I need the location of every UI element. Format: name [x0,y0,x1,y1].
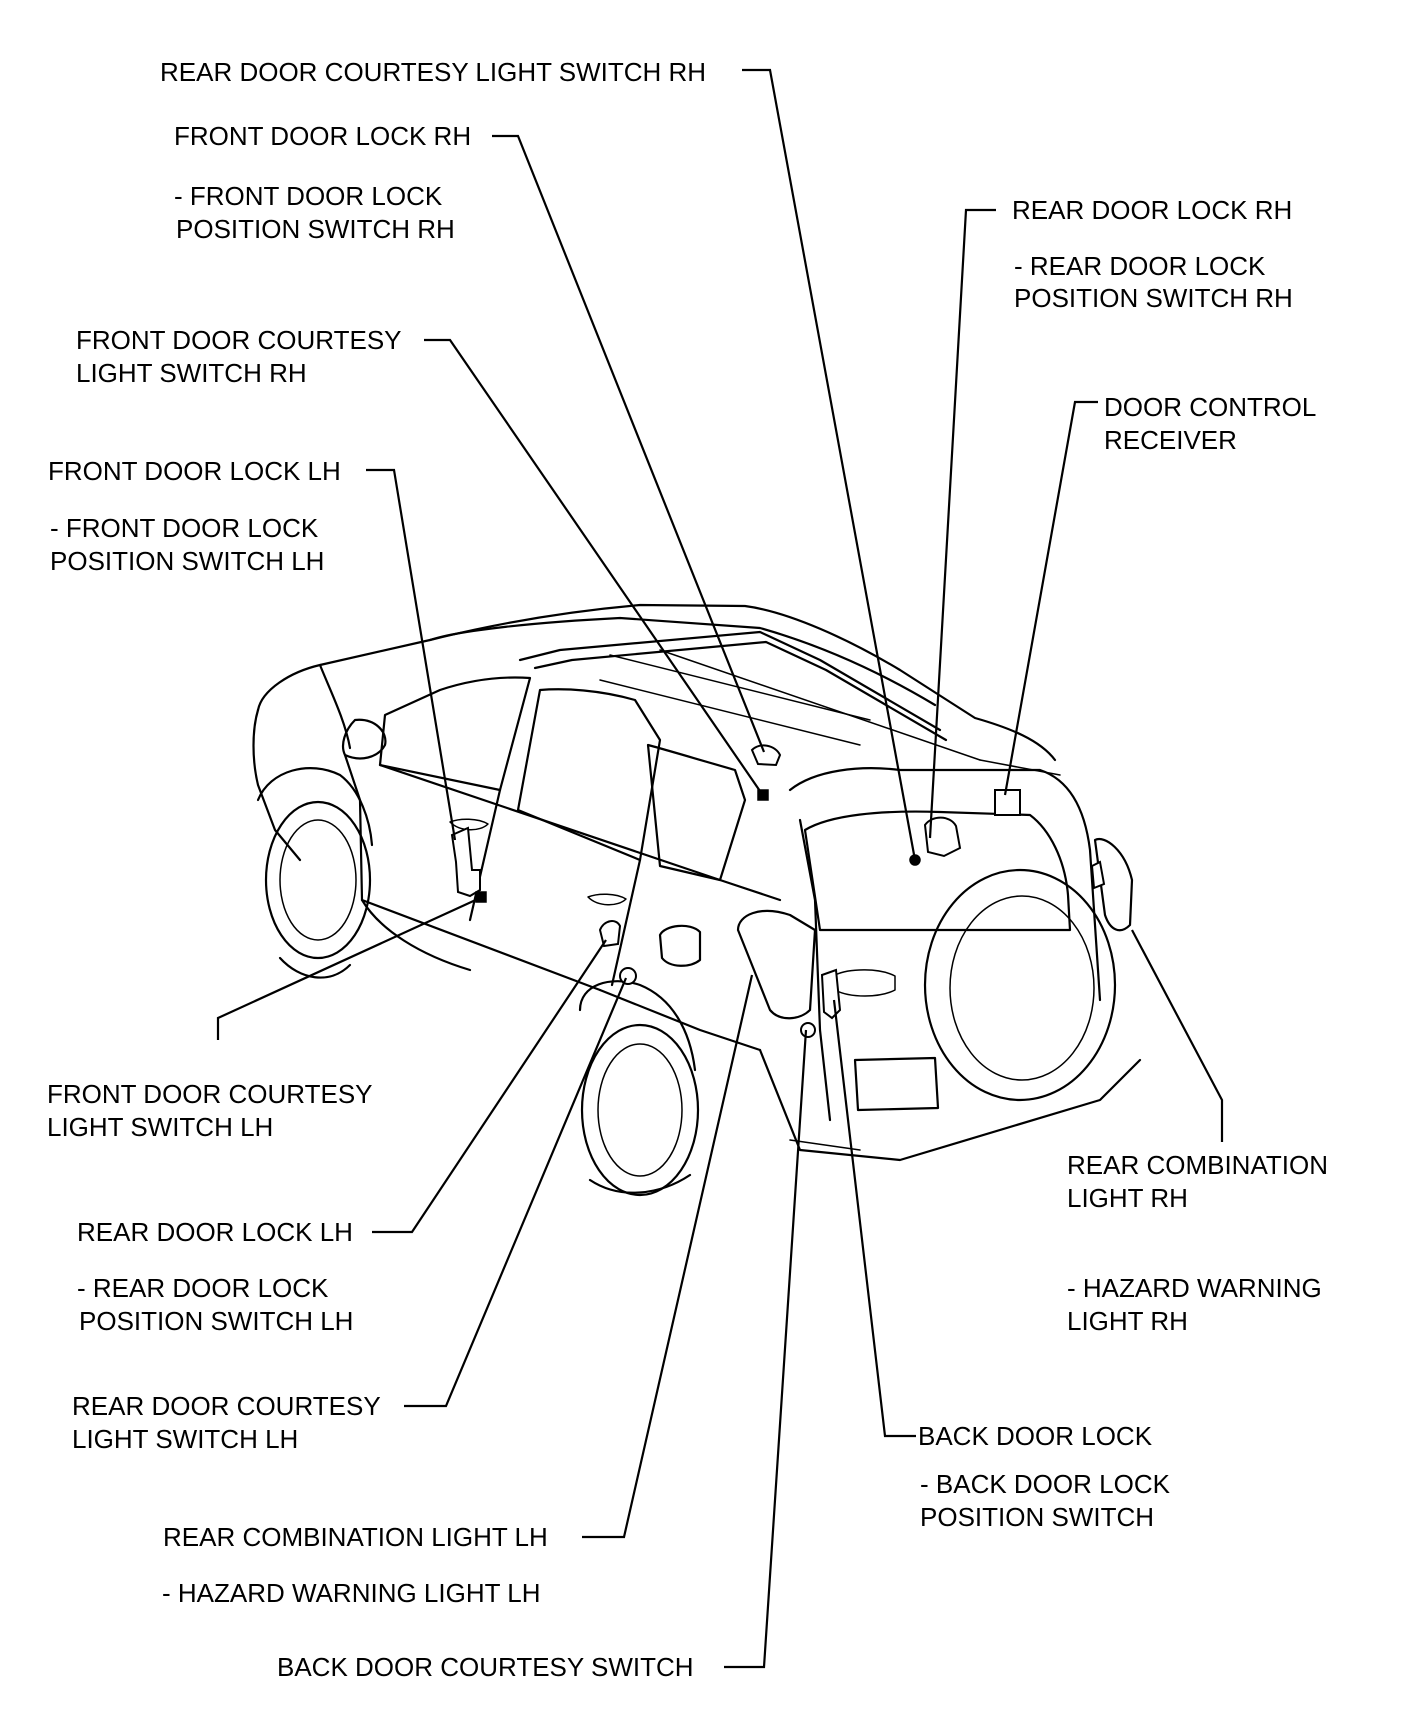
label-rear-combination-lh: REAR COMBINATION LIGHT LH [163,1522,548,1552]
front-door-courtesy-rh-marker [757,789,769,801]
leader-front-door-courtesy-rh [424,338,763,795]
label-front-door-courtesy-lh-1: FRONT DOOR COURTESY [47,1079,373,1109]
vehicle-illustration [252,603,1142,1197]
label-rear-combination-rh-sub1: - HAZARD WARNING [1067,1273,1322,1303]
label-rear-door-lock-rh: REAR DOOR LOCK RH [1012,195,1292,225]
leader-rear-door-courtesy-lh [404,977,628,1408]
label-front-door-lock-lh: FRONT DOOR LOCK LH [48,456,341,486]
rear-door-lock-lh-marker [598,920,622,948]
label-rear-combination-rh-1: REAR COMBINATION [1067,1150,1328,1180]
leader-back-door-courtesy [724,1029,808,1669]
label-rear-door-courtesy-lh-1: REAR DOOR COURTESY [72,1391,381,1421]
leader-rear-combination-lh [582,974,754,1539]
front-door-lock-lh-marker [450,826,481,898]
leader-back-door-lock [832,999,916,1438]
label-rear-door-lock-rh-sub2: POSITION SWITCH RH [1014,283,1293,313]
label-door-control-receiver-2: RECEIVER [1104,425,1237,455]
leader-rear-combination-rh [1131,929,1224,1142]
label-rear-door-lock-rh-sub1: - REAR DOOR LOCK [1014,251,1266,281]
leader-rear-door-lock-rh [928,208,996,839]
label-rear-door-courtesy-rh: REAR DOOR COURTESY LIGHT SWITCH RH [160,57,706,87]
label-front-door-lock-lh-sub1: - FRONT DOOR LOCK [50,513,319,543]
front-door-courtesy-lh-marker [475,891,487,903]
label-back-door-lock: BACK DOOR LOCK [918,1421,1153,1451]
leader-lines [216,68,1224,1669]
label-back-door-lock-sub1: - BACK DOOR LOCK [920,1469,1171,1499]
door-control-receiver-marker [994,789,1021,816]
label-rear-door-lock-lh-sub2: POSITION SWITCH LH [79,1306,353,1336]
label-rear-door-courtesy-lh-2: LIGHT SWITCH LH [72,1424,298,1454]
label-front-door-lock-lh-sub2: POSITION SWITCH LH [50,546,324,576]
label-front-door-courtesy-lh-2: LIGHT SWITCH LH [47,1112,273,1142]
leader-rear-door-courtesy-rh [742,68,917,861]
label-front-door-lock-rh-sub1: - FRONT DOOR LOCK [174,181,443,211]
callout-labels: REAR DOOR COURTESY LIGHT SWITCH RH FRONT… [47,57,1328,1682]
leader-front-door-lock-rh [492,134,766,753]
label-rear-combination-lh-sub: - HAZARD WARNING LIGHT LH [162,1578,540,1608]
label-door-control-receiver-1: DOOR CONTROL [1104,392,1316,422]
leader-front-door-lock-lh [366,468,457,841]
rear-door-lock-rh-marker [923,816,962,858]
rear-door-courtesy-lh-marker [619,967,637,985]
leader-door-control-receiver [1003,400,1098,796]
label-front-door-courtesy-rh-2: LIGHT SWITCH RH [76,358,307,388]
label-rear-combination-rh-sub2: LIGHT RH [1067,1306,1188,1336]
back-door-lock-marker [820,968,842,1020]
label-front-door-lock-rh-sub2: POSITION SWITCH RH [176,214,455,244]
front-door-lock-rh-marker [750,744,782,767]
leader-rear-door-lock-lh [372,939,607,1234]
label-rear-door-lock-lh-sub1: - REAR DOOR LOCK [77,1273,329,1303]
back-door-courtesy-marker [800,1022,816,1038]
label-back-door-courtesy: BACK DOOR COURTESY SWITCH [277,1652,694,1682]
label-rear-combination-rh-2: LIGHT RH [1067,1183,1188,1213]
leader-front-door-courtesy-lh [216,896,481,1040]
label-back-door-lock-sub2: POSITION SWITCH [920,1502,1154,1532]
rear-combination-rh-marker [1090,860,1106,890]
label-front-door-lock-rh: FRONT DOOR LOCK RH [174,121,471,151]
label-front-door-courtesy-rh-1: FRONT DOOR COURTESY [76,325,402,355]
label-rear-door-lock-lh: REAR DOOR LOCK LH [77,1217,353,1247]
